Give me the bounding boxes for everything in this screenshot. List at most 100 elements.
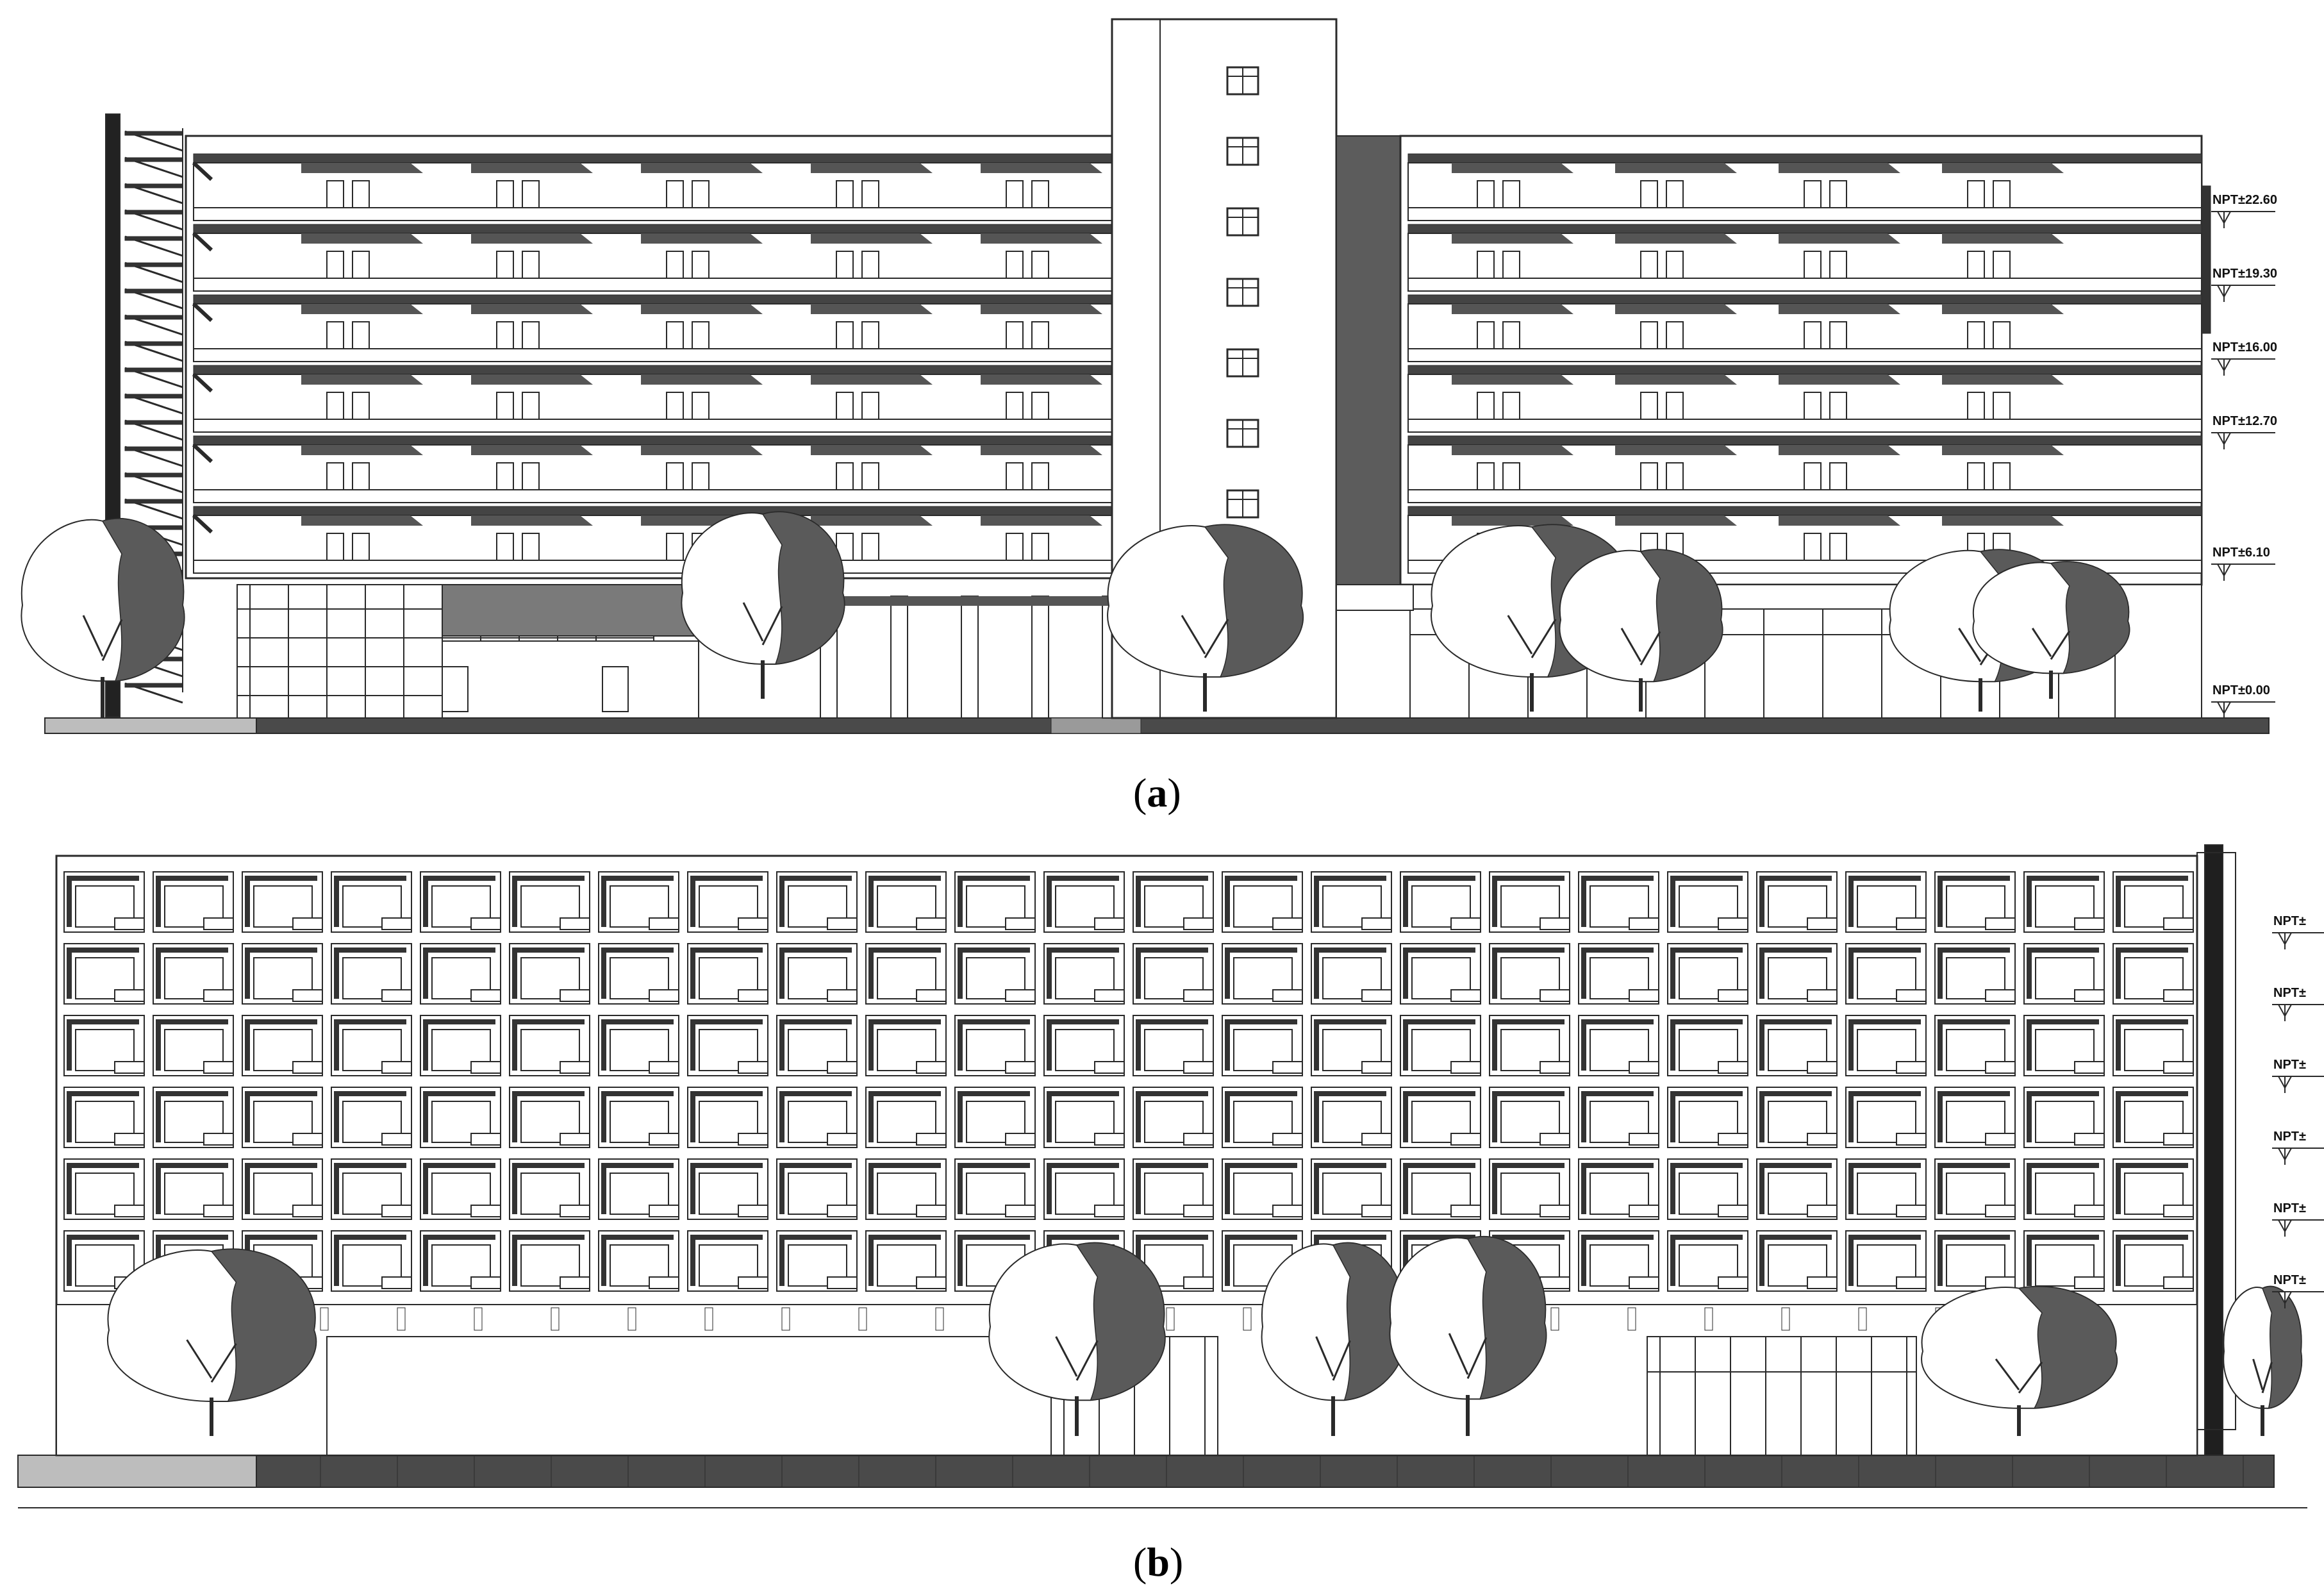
bay-sill: [560, 1061, 590, 1074]
facade-bay: [1043, 1158, 1125, 1220]
facade-bay: [687, 1015, 768, 1076]
window: [666, 533, 684, 561]
window: [1829, 251, 1847, 279]
window: [352, 251, 370, 279]
bay-sill: [1896, 1276, 1927, 1289]
facade-bay: [509, 871, 590, 933]
bay-shadow: [512, 1235, 585, 1286]
bay-sill: [114, 989, 145, 1002]
tree-branch: [1995, 1358, 2020, 1390]
bay-window: [1233, 1101, 1293, 1143]
facade-bay: [687, 1158, 768, 1220]
facade-bay: [1400, 1087, 1481, 1148]
bay-sill: [827, 1205, 858, 1217]
bay-sill: [1629, 1205, 1659, 1217]
bay-sill: [2074, 917, 2105, 930]
balcony-shadow: [1615, 374, 1737, 385]
tree-branch: [1315, 1336, 1334, 1377]
bay-shadow: [1938, 1019, 2010, 1071]
bay-sill: [738, 1276, 768, 1289]
caption-b: (b): [1133, 1539, 1184, 1585]
bay-sill: [1005, 989, 1036, 1002]
tree: [1261, 1242, 1406, 1436]
bay-sill: [1896, 989, 1927, 1002]
bay-shadow: [156, 1019, 228, 1071]
tree-shade: [2050, 561, 2130, 674]
tree-branch: [1448, 1333, 1469, 1375]
facade-bay: [242, 871, 323, 933]
facade-bay: [1667, 871, 1748, 933]
pilotis-column: [961, 596, 979, 719]
window: [1640, 180, 1658, 208]
level-label: NPT±: [2273, 986, 2306, 1000]
facade-bay: [865, 943, 947, 1005]
bay-shadow: [1047, 1235, 1119, 1286]
bay-sill: [1183, 1133, 1214, 1146]
bay-shadow: [1670, 1019, 1743, 1071]
bay-sill: [114, 1061, 145, 1074]
bay-sill: [827, 989, 858, 1002]
tree-branch: [2261, 1362, 2273, 1394]
bay-sill: [203, 1205, 234, 1217]
bay-shadow: [779, 1235, 852, 1286]
bay-shadow: [2116, 1163, 2188, 1214]
bay-shadow: [192, 513, 213, 534]
facade-bay: [1756, 1230, 1838, 1292]
window: [496, 321, 514, 349]
bay-shadow: [868, 947, 941, 999]
facade-bay: [687, 871, 768, 933]
balcony-shadow: [811, 374, 933, 385]
pilotis-column: [1031, 596, 1049, 719]
bay-shadow: [512, 876, 585, 927]
bay-sill: [1896, 1061, 1927, 1074]
bay-shadow: [1403, 876, 1475, 927]
bay-shadow: [1581, 1235, 1654, 1286]
bay-shadow: [1670, 876, 1743, 927]
facade-bay: [153, 1158, 234, 1220]
balcony-shadow: [1452, 233, 1573, 244]
bay-shadow: [601, 1163, 674, 1214]
elevation-b: [17, 844, 2307, 1508]
level-label: NPT±22.60: [2212, 193, 2277, 207]
window: [1829, 533, 1847, 561]
bay-sill: [649, 989, 679, 1002]
balcony-shadow: [1942, 163, 2064, 173]
glazed-hall: [1647, 1336, 1917, 1456]
window: [692, 251, 710, 279]
balcony-shadow: [981, 374, 1102, 385]
bay-shadow: [1581, 876, 1654, 927]
bay-shadow: [601, 1019, 674, 1071]
facade-bay: [687, 1230, 768, 1292]
tree: [1559, 549, 1723, 712]
bay-sill: [1629, 917, 1659, 930]
facade-bay: [2112, 1158, 2194, 1220]
bay-shadow: [1670, 1163, 1743, 1214]
facade-bay: [776, 1015, 858, 1076]
bay-sill: [1094, 1061, 1125, 1074]
balcony-shadow: [1615, 163, 1737, 173]
level-label: NPT±16.00: [2212, 340, 2277, 355]
window: [522, 251, 540, 279]
tree-shade: [1204, 524, 1304, 678]
balcony-shadow: [301, 374, 423, 385]
level-label: NPT±: [2273, 1201, 2306, 1215]
bay-shadow: [1225, 1235, 1297, 1286]
balcony-shadow: [641, 374, 763, 385]
bay-shadow: [156, 1163, 228, 1214]
bay-shadow: [2116, 876, 2188, 927]
fin: [397, 1307, 406, 1331]
bay-sill: [827, 1276, 858, 1289]
bay-sill: [1985, 1205, 2016, 1217]
bay-shadow: [1314, 1235, 1386, 1286]
facade-bay: [1667, 943, 1748, 1005]
floor-slab: [193, 560, 1122, 574]
balcony-shadow: [641, 163, 763, 173]
bay-sill: [1540, 1276, 1570, 1289]
bay-sill: [2163, 1061, 2194, 1074]
tree-shade: [2262, 1286, 2302, 1409]
facade-bay: [420, 1015, 501, 1076]
level-marker: NPT±16.00: [2211, 340, 2277, 376]
level-marker: NPT±0.00: [2211, 683, 2275, 719]
bay-shadow: [1047, 1019, 1119, 1071]
facade-bay: [1578, 943, 1659, 1005]
